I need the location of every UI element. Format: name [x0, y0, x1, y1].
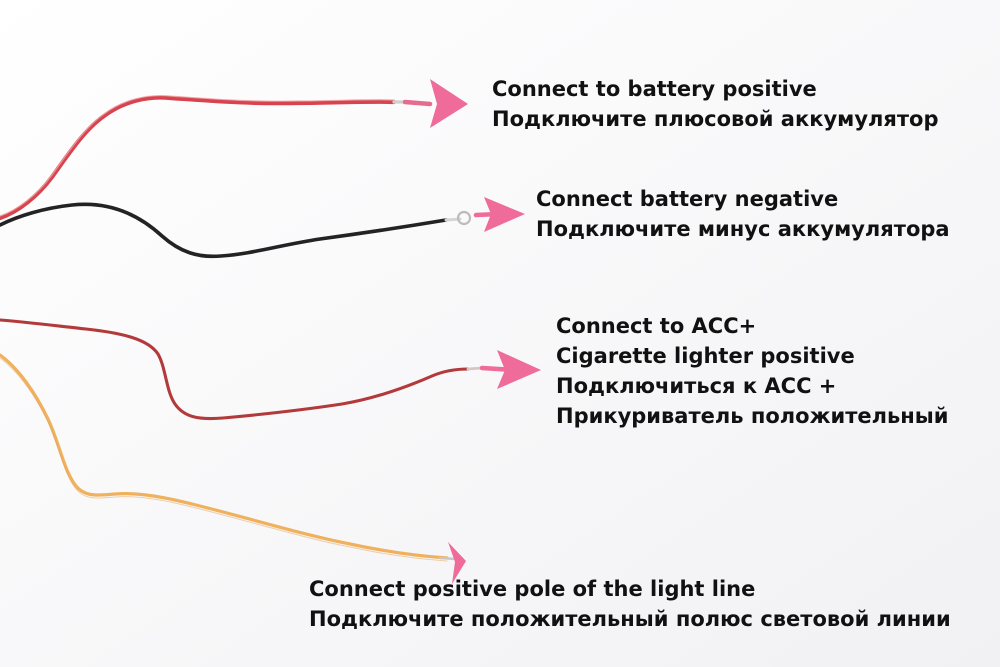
acc-label-en-2: Cigarette lighter positive: [556, 344, 855, 368]
battery-positive-wire-highlight: [0, 94, 395, 217]
acc-label-ru-1: Подключиться к ACC +: [556, 374, 837, 398]
acc-label-ru-2: Прикуриватель положительный: [556, 404, 949, 428]
battery-negative-arrow-icon: [484, 197, 525, 232]
light-line-arrow-icon: [448, 542, 466, 584]
acc-wire: [0, 318, 470, 421]
battery-positive-label-en: Connect to battery positive: [492, 77, 817, 101]
battery-positive-label-ru: Подключите плюсовой аккумулятор: [492, 107, 939, 131]
light-line-label-en: Connect positive pole of the light line: [309, 577, 756, 601]
battery-positive-wire: [0, 95, 397, 221]
acc-label: Connect to ACC+ Cigarette lighter positi…: [556, 311, 949, 431]
light-line-label-ru: Подключите положительный полюс световой …: [309, 607, 951, 631]
light-line-wire: [0, 353, 449, 560]
acc-label-en-1: Connect to ACC+: [556, 314, 757, 338]
light-line-label: Connect positive pole of the light line …: [309, 574, 951, 634]
battery-negative-label: Connect battery negative Подключите мину…: [536, 184, 950, 244]
battery-positive-label: Connect to battery positive Подключите п…: [492, 74, 939, 134]
battery-positive-arrow-icon: [430, 79, 468, 128]
light-line-wire-shadow: [0, 357, 448, 562]
battery-negative-ring-terminal: [456, 210, 472, 226]
light-line-terminal: [438, 556, 458, 561]
battery-positive-wire-tip: [402, 99, 433, 107]
acc-wire-sleeve: [466, 366, 484, 371]
battery-negative-label-ru: Подключите минус аккумулятора: [536, 217, 950, 241]
battery-negative-wire: [0, 202, 448, 259]
battery-negative-label-en: Connect battery negative: [536, 187, 839, 211]
acc-arrow-icon: [497, 350, 541, 389]
